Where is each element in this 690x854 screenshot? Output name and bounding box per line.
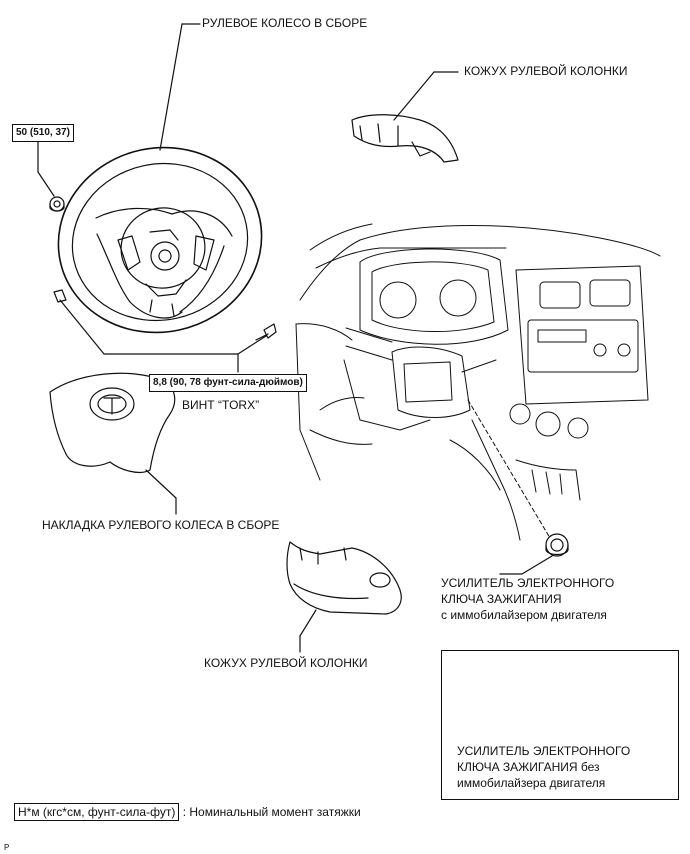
amplifier-with-label-line1: УСИЛИТЕЛЬ ЭЛЕКТРОННОГО [441,576,615,590]
upper-column-cover-drawing [351,114,459,163]
amplifier-with-label-line3: с иммобилайзером двигателя [441,608,607,622]
torque-nut-box: 50 (510, 37) [12,124,74,142]
amplifier-without-label-line2: КЛЮЧА ЗАЖИГАНИЯ без [457,760,600,774]
amplifier-without-label-line3: иммобилайзера двигателя [457,776,606,790]
torque-legend: Н*м (кгс*см, фунт-сила-фут) : Номинальны… [14,803,361,821]
amplifier-with-label-line2: КЛЮЧА ЗАЖИГАНИЯ [441,592,562,606]
variant-note-box [441,650,679,800]
upper-column-cover-label: КОЖУХ РУЛЕВОЙ КОЛОНКИ [464,64,628,78]
amplifier-without-label-line1: УСИЛИТЕЛЬ ЭЛЕКТРОННОГО [457,744,631,758]
torx-screw-label: ВИНТ “TORX” [182,398,260,412]
steering-wheel-label: РУЛЕВОЕ КОЛЕСО В СБОРЕ [202,16,368,30]
amplifier-with-drawing [545,533,569,557]
nut-drawing [49,196,65,212]
steering-wheel-drawing [57,146,263,334]
lower-column-cover-label: КОЖУХ РУЛЕВОЙ КОЛОНКИ [204,656,368,670]
torque-torx-box: 8,8 (90, 78 фунт-сила-дюймов) [149,374,307,392]
dashboard-drawing [295,223,661,541]
lower-column-cover-drawing [286,541,402,615]
torque-legend-description: : Номинальный момент затяжки [182,805,361,819]
horn-pad-label: НАКЛАДКА РУЛЕВОГО КОЛЕСА В СБОРЕ [42,518,280,532]
corner-mark: P [4,843,10,852]
torque-unit-box: Н*м (кгс*см, фунт-сила-фут) [14,803,180,821]
